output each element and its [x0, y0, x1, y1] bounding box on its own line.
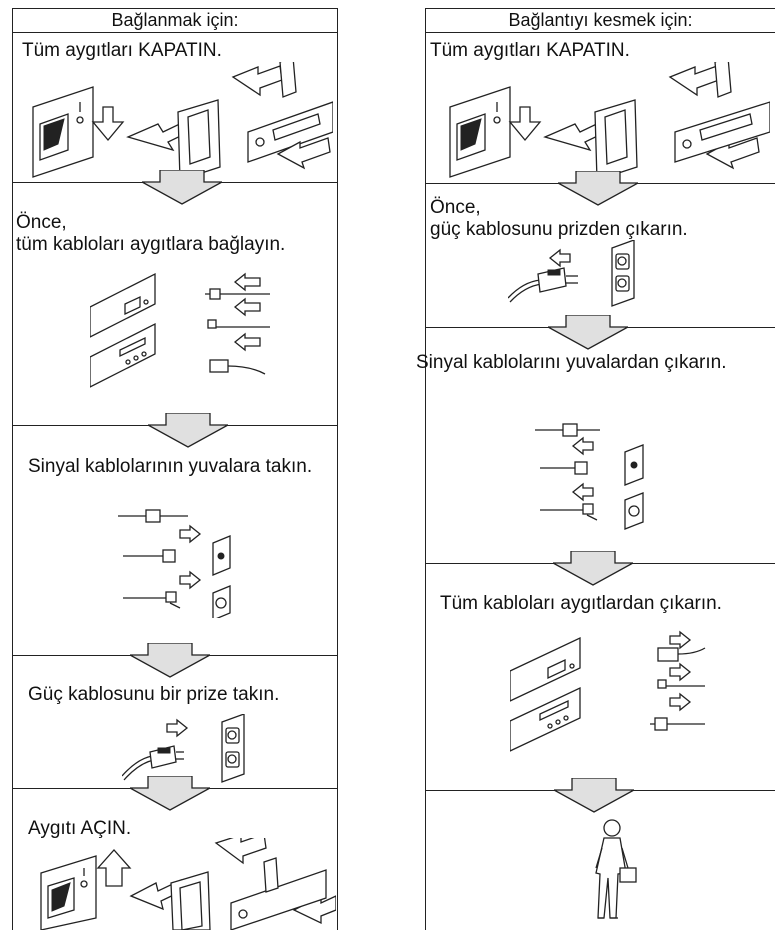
person-walking-icon — [595, 819, 637, 919]
person-walking-illustration — [582, 818, 642, 928]
left-column-border-left — [12, 8, 13, 930]
signal-port-icon — [212, 535, 231, 618]
cable-connector-icon — [594, 62, 732, 180]
disconnect-step-2-text: Önce, güç kablosunu prizden çıkarın. — [430, 197, 688, 240]
power-switch-icon — [674, 101, 770, 163]
connect-header: Bağlanmak için: — [12, 8, 338, 33]
disconnect-step-4-illustration — [510, 626, 710, 761]
power-switch-icon — [230, 857, 327, 930]
down-arrow-icon — [558, 171, 638, 206]
disconnect-step-3-illustration — [535, 420, 650, 530]
connect-step-1-illustration — [28, 62, 333, 180]
device-stack-icon — [510, 636, 581, 752]
wall-outlet-icon — [221, 714, 245, 783]
down-arrow-icon — [148, 413, 228, 448]
disconnect-step-1-text: Tüm aygıtları KAPATIN. — [430, 40, 630, 61]
signal-port-icon — [624, 444, 644, 530]
cable-connector-icon — [535, 423, 600, 521]
cable-connector-icon — [122, 745, 184, 781]
hollow-arrow-icon — [508, 65, 760, 170]
connect-step-5-text: Aygıtı AÇIN. — [28, 818, 132, 839]
down-arrow-icon — [553, 551, 633, 586]
right-column-border-left — [425, 8, 426, 930]
connect-step-4-illustration — [122, 714, 262, 789]
connect-step-1-text: Tüm aygıtları KAPATIN. — [22, 40, 222, 61]
power-switch-icon — [32, 86, 94, 178]
disconnect-step-1-illustration — [445, 62, 770, 180]
cable-connector-icon — [650, 647, 706, 731]
down-arrow-icon — [142, 170, 222, 205]
hollow-arrow-icon — [231, 62, 331, 170]
left-column-border-right — [337, 8, 338, 930]
power-switch-icon — [40, 855, 97, 930]
device-stack-icon — [90, 272, 156, 388]
connect-step-2-illustration — [90, 262, 280, 397]
disconnect-step-2-illustration — [508, 240, 653, 315]
cable-connector-icon — [177, 99, 221, 180]
down-arrow-icon — [548, 315, 628, 350]
disconnect-step-4-text: Tüm kabloları aygıtlardan çıkarın. — [440, 593, 722, 614]
hollow-arrow-icon — [548, 248, 571, 268]
hollow-arrow-icon — [233, 272, 261, 352]
connect-step-4-text: Güç kablosunu bir prize takın. — [28, 684, 280, 705]
hollow-arrow-icon — [669, 630, 692, 712]
hollow-arrow-icon — [166, 718, 189, 738]
connect-step-3-illustration — [118, 508, 238, 618]
connect-step-5-illustration — [36, 838, 336, 930]
disconnect-step-3-text: Sinyal kablolarını yuvalardan çıkarın. — [416, 352, 727, 373]
connect-step-3-text: Sinyal kablolarının yuvalara takın. — [28, 456, 313, 477]
power-switch-icon — [247, 101, 333, 163]
wall-outlet-icon — [611, 240, 635, 307]
power-switch-icon — [449, 86, 511, 178]
disconnect-header: Bağlantıyı kesmek için: — [425, 8, 775, 33]
hollow-arrow-icon — [571, 436, 594, 502]
connect-step-2-text: Önce, tüm kabloları aygıtlara bağlayın. — [16, 212, 286, 255]
hollow-arrow-icon — [179, 524, 202, 590]
down-arrow-icon — [130, 643, 210, 678]
cable-connector-icon — [205, 288, 270, 375]
cable-connector-icon — [508, 267, 578, 303]
cable-connector-icon — [118, 509, 188, 609]
down-arrow-icon — [554, 778, 634, 813]
cable-connector-icon — [170, 871, 211, 930]
down-arrow-icon — [130, 776, 210, 811]
